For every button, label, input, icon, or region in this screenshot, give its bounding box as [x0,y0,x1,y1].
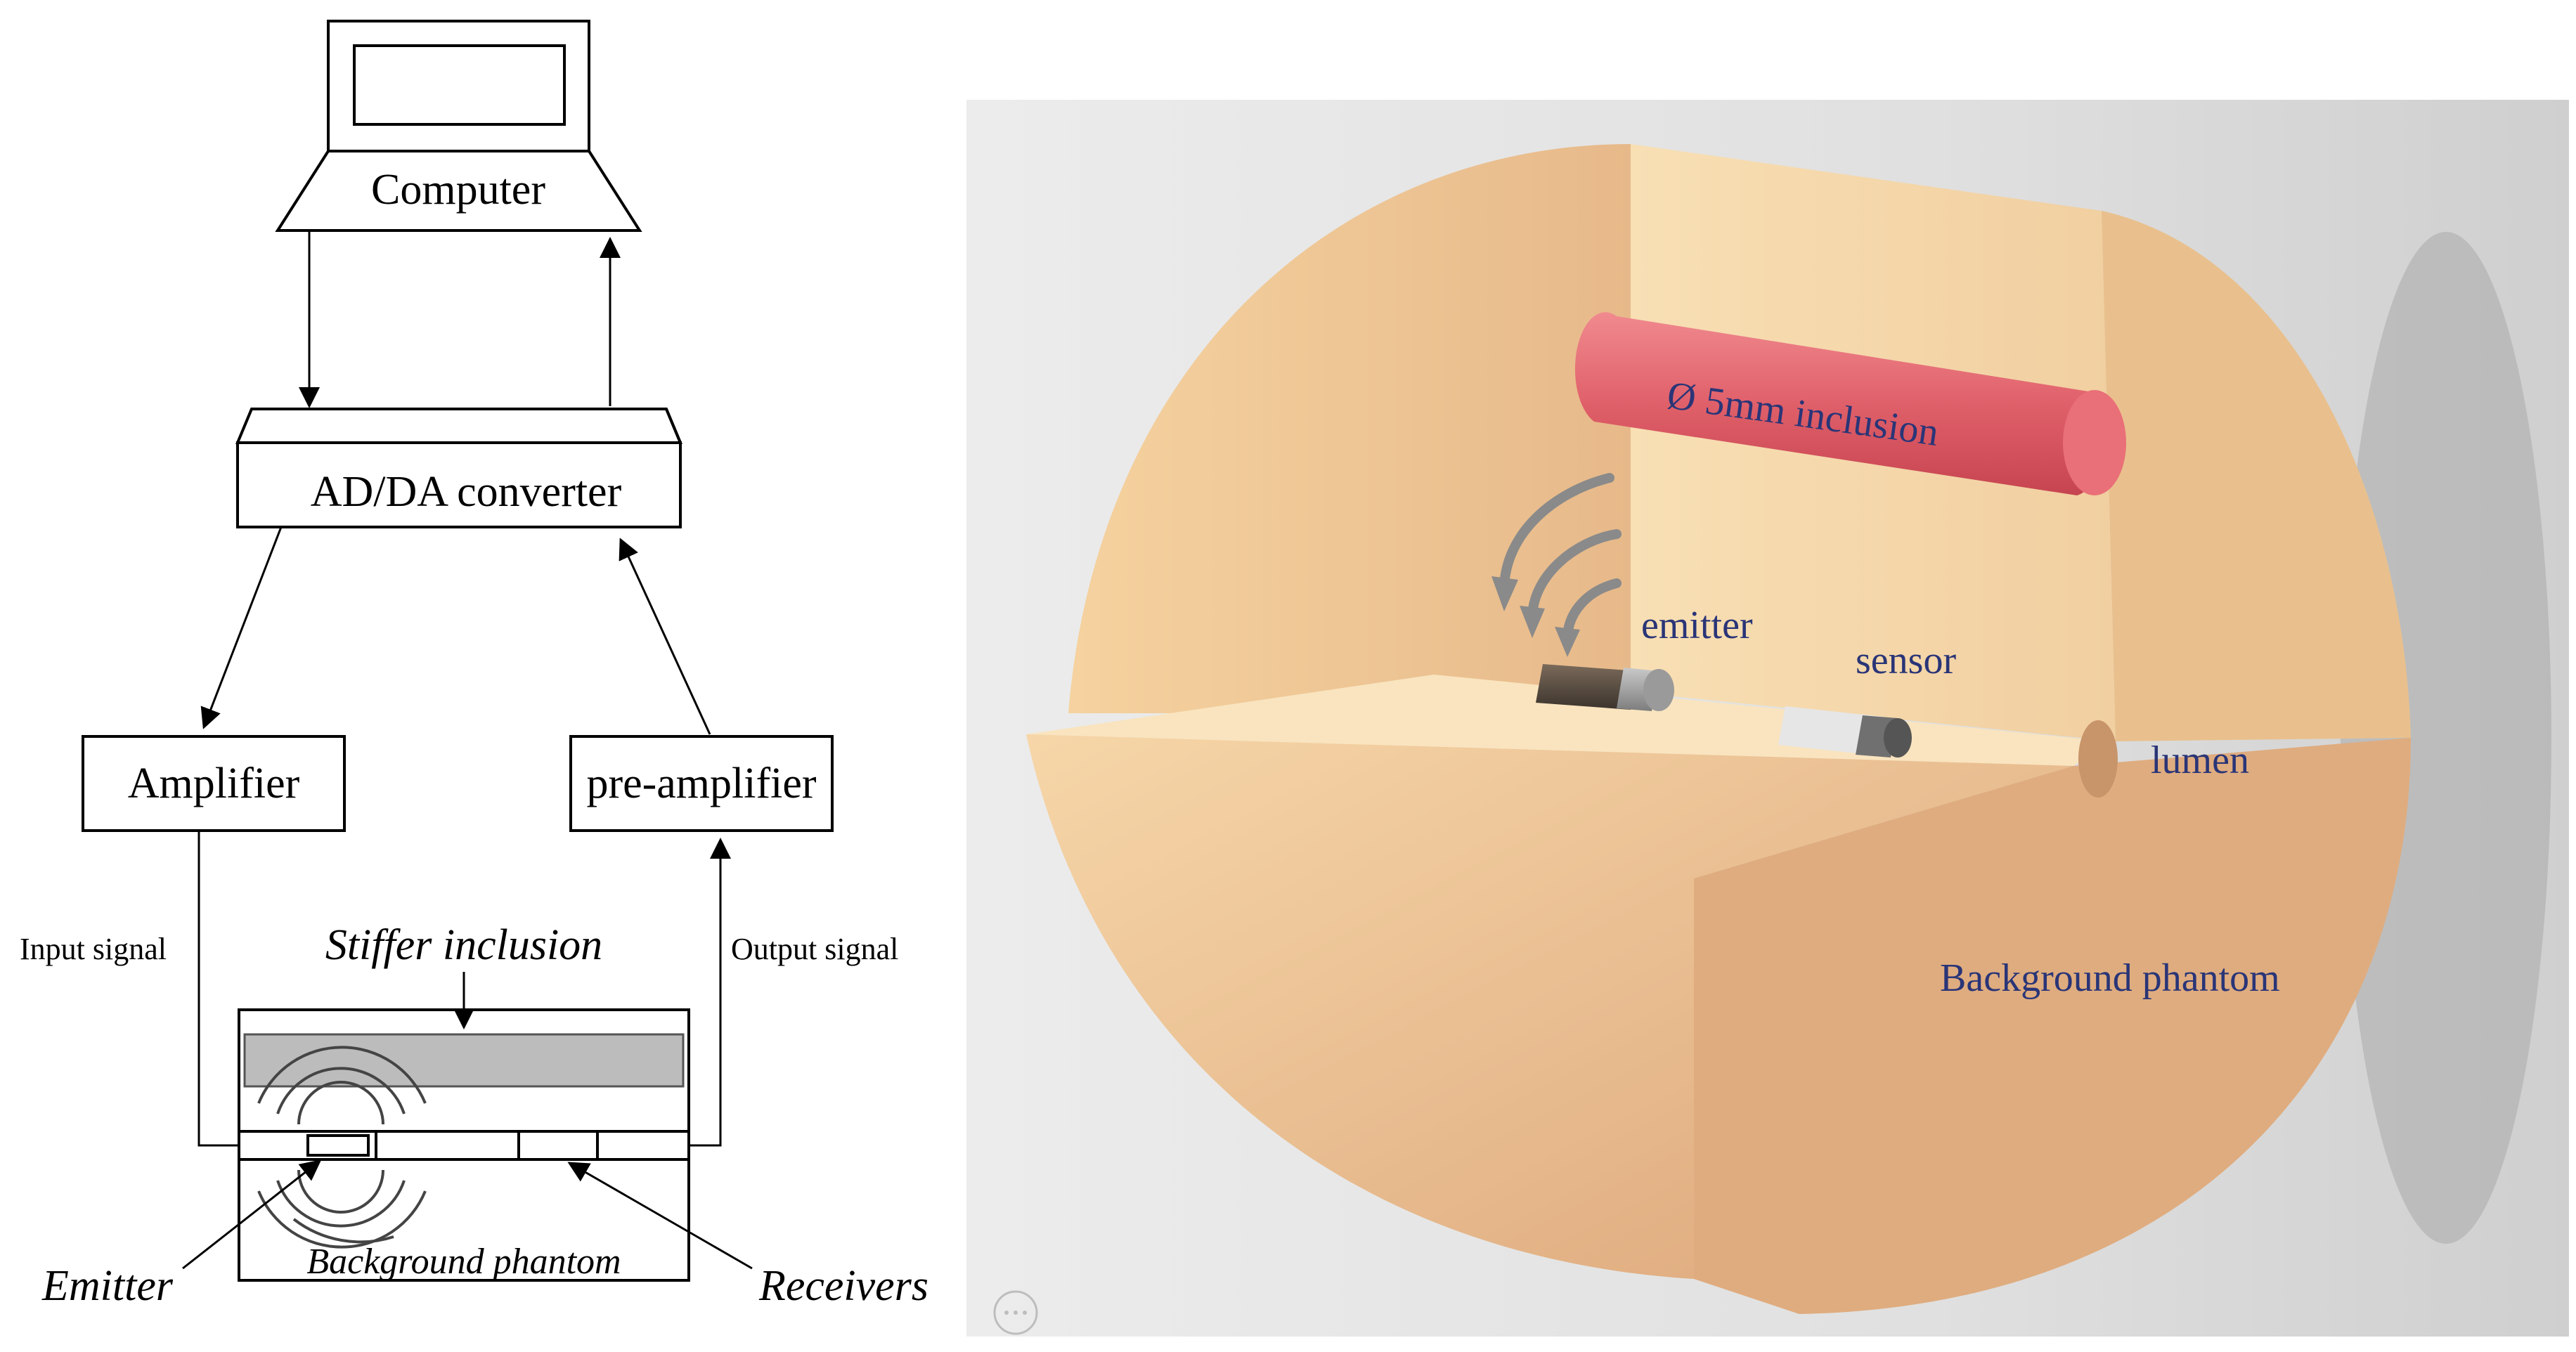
output-signal-line [597,838,731,1147]
wave-arcs [257,1046,427,1249]
emitter-rod [1536,664,1674,711]
arrow-emitter [182,1159,322,1270]
computer-icon [275,20,642,232]
receivers-label: Receivers [758,1262,928,1310]
phantom-render: Ø 5mm inclusion emitter sensor lumen Bac… [966,100,2569,1337]
converter-label: AD/DA converter [311,468,622,516]
input-signal-label: Input signal [20,932,167,966]
receiver-element [517,1130,599,1161]
sensor-rod [1778,706,1912,758]
upper-left-face [1068,144,1631,713]
inclusion-rod [1574,312,2126,495]
emitter-render-label: emitter [1641,604,1753,647]
computer-label: Computer [371,166,545,214]
preamplifier-label: pre-amplifier [586,760,816,807]
amplifier-box [82,735,346,832]
emitter-label: Emitter [41,1262,174,1310]
converter-box [235,408,682,528]
preamplifier-box [569,735,834,832]
lumen-label: lumen [2151,739,2249,782]
schematic-diagram: Computer AD/DA converter Amplifier pre-a… [20,20,928,1310]
stiffer-inclusion-label: Stiffer inclusion [325,921,602,969]
arrow-receivers [567,1162,753,1270]
right-curved-face [1694,738,2411,1314]
more-options-icon[interactable] [993,1290,1038,1335]
lumen-hole [2078,720,2118,798]
background-phantom-label: Background phantom [306,1242,621,1282]
upper-right-rim [2102,211,2411,741]
output-signal-label: Output signal [731,932,898,966]
amplifier-label: Amplifier [128,760,300,807]
arrow-converter-to-amplifier [200,526,283,729]
emitter-element [306,1134,370,1157]
front-face [1026,734,2073,1279]
background-phantom-render-label: Background phantom [1940,956,2280,1000]
stiffer-inclusion-bar [243,1033,685,1088]
sensor-render-label: sensor [1856,639,1956,682]
arrow-preamp-to-converter [619,538,711,735]
wave-arrows-icon [1491,473,1622,657]
